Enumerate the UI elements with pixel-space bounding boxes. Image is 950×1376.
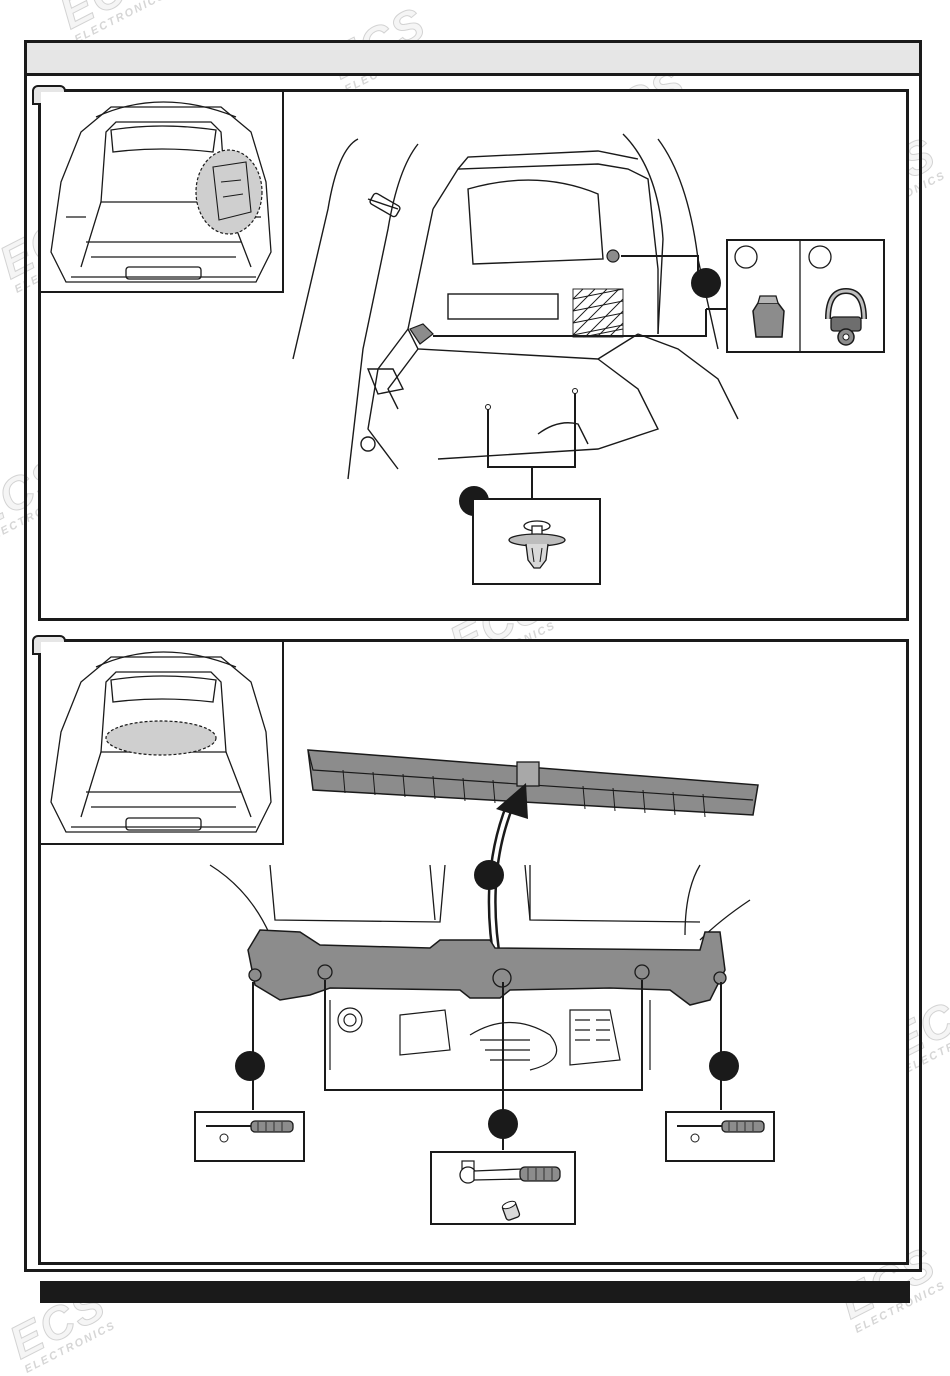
header-bar: [24, 40, 922, 76]
step-1-callout-options: [726, 239, 885, 353]
step-2-marker-lift: [474, 860, 504, 890]
trunk-sill-trim-illustration: [209, 864, 751, 1071]
screwdriver-icon: [206, 1120, 294, 1143]
cap-and-hook-options: [734, 241, 867, 351]
screwdriver-callout-right: [665, 1111, 775, 1162]
step-2-leader-lines: [252, 980, 722, 1150]
ratchet-callout: [430, 1151, 576, 1225]
car-rear-overview-illustration: [50, 651, 272, 833]
step-2-marker-right: [709, 1051, 739, 1081]
step-2-marker-left: [235, 1051, 265, 1081]
car-rear-overview-illustration: [50, 101, 272, 283]
screwdriver-callout-left: [194, 1111, 305, 1162]
removed-sill-trim-illustration: [307, 749, 759, 818]
step-2-marker-center: [488, 1109, 518, 1139]
step-1-overview-inset: [41, 92, 284, 293]
step-2-overview-inset: [41, 642, 284, 845]
step-1-callout-clip: [472, 498, 601, 585]
step-1-marker-a: [691, 268, 721, 298]
ratchet-socket-icon: [459, 1160, 561, 1221]
footer-bar: [40, 1281, 910, 1303]
screwdriver-icon: [677, 1120, 765, 1143]
cap-icon: [752, 295, 785, 338]
trunk-side-trim-illustration: [292, 133, 739, 499]
push-clip-icon: [508, 520, 566, 569]
hook-icon: [825, 287, 867, 346]
